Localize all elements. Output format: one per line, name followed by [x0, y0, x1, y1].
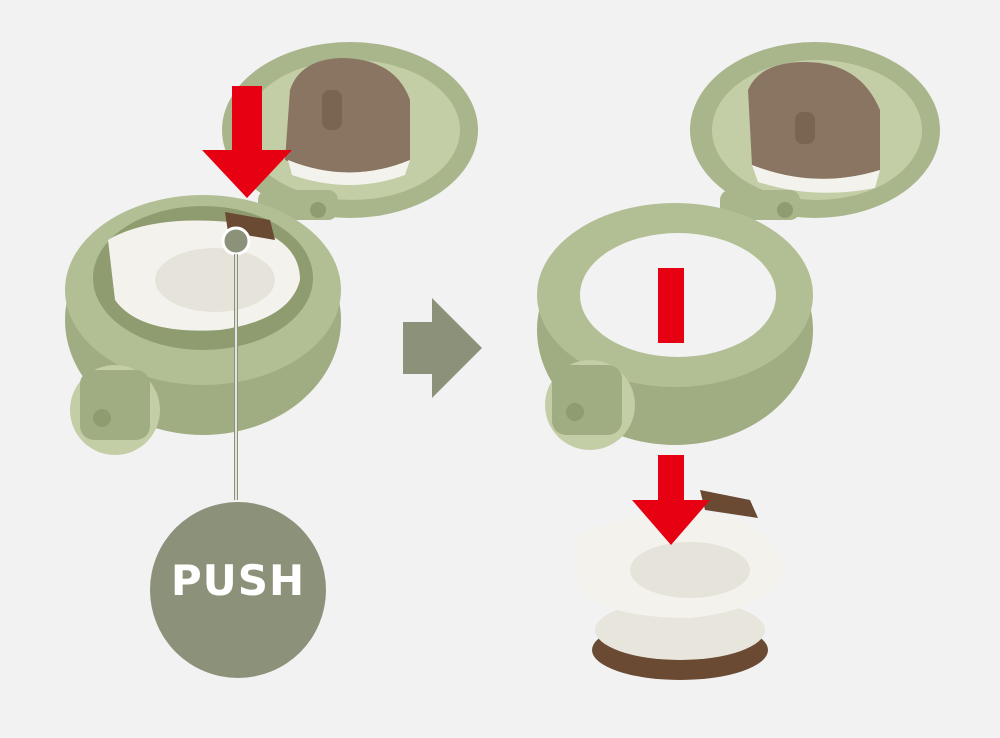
lid-cap-button [285, 58, 410, 173]
side-latch [552, 365, 622, 435]
callout-dot [221, 226, 251, 256]
removal-arrow-upper [658, 268, 684, 343]
push-label: PUSH [170, 556, 306, 605]
push-tab [700, 490, 758, 518]
side-latch [80, 370, 150, 440]
right-lid-assembly [537, 42, 940, 680]
push-arrow [202, 86, 292, 198]
left-lid-assembly [65, 42, 478, 678]
removal-arrow-lower [632, 455, 710, 545]
next-step-arrow-icon [403, 298, 482, 398]
push-callout-circle [150, 502, 326, 678]
